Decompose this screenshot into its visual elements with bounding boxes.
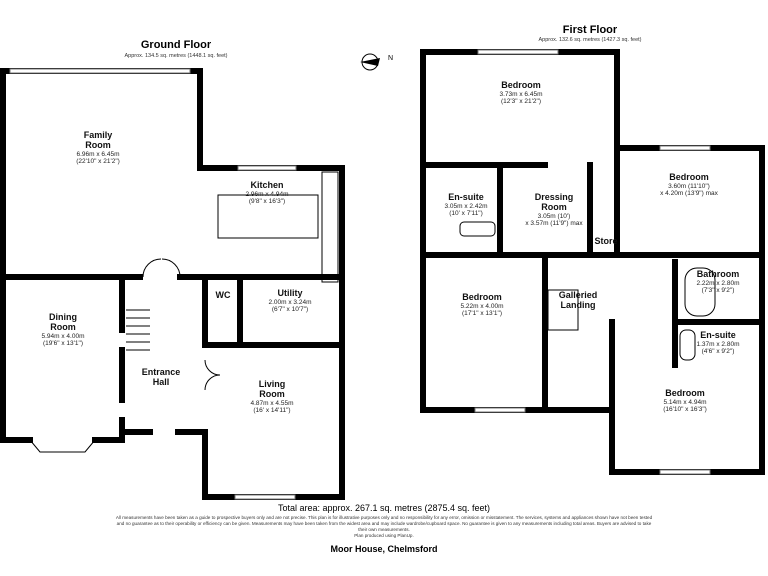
room-bedroom-3: Bedroom 5.22m x 4.00m (17'1" x 13'1") xyxy=(461,292,504,317)
svg-text:Living: Living xyxy=(259,379,286,389)
svg-text:(10' x 7'11"): (10' x 7'11") xyxy=(449,210,483,217)
first-floor-walls xyxy=(420,49,765,475)
room-entrance-hall: Entrance Hall xyxy=(142,367,181,387)
svg-text:2.22m x 2.80m: 2.22m x 2.80m xyxy=(697,280,740,287)
svg-text:Landing: Landing xyxy=(561,300,596,310)
svg-text:Bedroom: Bedroom xyxy=(501,80,541,90)
svg-text:5.14m x 4.94m: 5.14m x 4.94m xyxy=(664,399,707,406)
room-bedroom-1: Bedroom 3.73m x 6.45m (12'3" x 21'2") xyxy=(500,80,543,105)
svg-text:Room: Room xyxy=(259,389,285,399)
svg-text:Bedroom: Bedroom xyxy=(665,388,705,398)
compass: N xyxy=(360,53,393,71)
svg-text:5.22m x 4.00m: 5.22m x 4.00m xyxy=(461,303,504,310)
window xyxy=(477,49,559,55)
room-galleried-landing: Galleried Landing xyxy=(559,290,598,310)
svg-text:4.87m x 4.55m: 4.87m x 4.55m xyxy=(251,400,294,407)
svg-text:Hall: Hall xyxy=(153,377,170,387)
svg-text:(16' x 14'11"): (16' x 14'11") xyxy=(253,407,290,414)
svg-text:5.94m x 4.00m: 5.94m x 4.00m xyxy=(42,333,85,340)
svg-text:(16'10" x 16'3"): (16'10" x 16'3") xyxy=(663,406,707,413)
svg-text:x 3.57m (11'9") max: x 3.57m (11'9") max xyxy=(525,220,583,227)
svg-text:(9'8" x 16'3"): (9'8" x 16'3") xyxy=(249,198,285,205)
bay-window xyxy=(29,439,96,453)
ground-floor-area: Approx. 134.5 sq. metres (1448.1 sq. fee… xyxy=(124,53,227,59)
svg-text:x 4.20m (13'9") max: x 4.20m (13'9") max xyxy=(660,190,718,197)
shower xyxy=(679,329,696,361)
room-kitchen: Kitchen 2.96m x 4.94m (9'8" x 16'3") xyxy=(246,180,289,205)
svg-text:(12'3" x 21'2"): (12'3" x 21'2") xyxy=(501,98,541,105)
ground-floor-title: Ground Floor xyxy=(141,39,212,51)
room-bedroom-2: Bedroom 3.60m (11'10") x 4.20m (13'9") m… xyxy=(660,172,718,197)
svg-text:Bathroom: Bathroom xyxy=(697,269,740,279)
produced-by: Plan produced using PlanUp. xyxy=(354,533,414,538)
svg-text:Galleried: Galleried xyxy=(559,290,598,300)
svg-text:3.60m (11'10"): 3.60m (11'10") xyxy=(668,183,710,190)
svg-text:(19'6" x 13'1"): (19'6" x 13'1") xyxy=(43,340,83,347)
svg-text:Store: Store xyxy=(594,236,617,246)
svg-text:Dressing: Dressing xyxy=(535,192,574,202)
bath xyxy=(459,221,496,237)
svg-text:(6'7" x 10'7"): (6'7" x 10'7") xyxy=(272,306,308,313)
room-en-suite-2: En-suite 1.37m x 2.80m (4'6" x 9'2") xyxy=(697,330,740,355)
svg-text:En-suite: En-suite xyxy=(700,330,736,340)
svg-text:Room: Room xyxy=(85,140,111,150)
window xyxy=(9,68,191,74)
svg-text:3.05m x 2.42m: 3.05m x 2.42m xyxy=(445,203,488,210)
room-family: Family Room 6.96m x 6.45m (22'10" x 21'2… xyxy=(76,130,120,165)
svg-text:3.05m (10'): 3.05m (10') xyxy=(538,213,571,220)
svg-text:2.00m x 3.24m: 2.00m x 3.24m xyxy=(269,299,312,306)
svg-text:Bedroom: Bedroom xyxy=(669,172,709,182)
window xyxy=(659,469,711,475)
door-swings xyxy=(142,258,221,391)
room-dining: Dining Room 5.94m x 4.00m (19'6" x 13'1"… xyxy=(42,312,85,347)
svg-text:(7'3" x 9'2"): (7'3" x 9'2") xyxy=(702,287,735,294)
svg-text:(22'10" x 21'2"): (22'10" x 21'2") xyxy=(76,158,120,165)
floor-plan: N Ground Floor Approx. 134.5 sq. metres … xyxy=(0,24,765,500)
room-store: Store xyxy=(594,236,617,246)
room-en-suite-1: En-suite 3.05m x 2.42m (10' x 7'11") xyxy=(445,192,488,217)
svg-text:WC: WC xyxy=(216,290,231,300)
svg-text:Kitchen: Kitchen xyxy=(250,180,283,190)
room-living: Living Room 4.87m x 4.55m (16' x 14'11") xyxy=(251,379,294,414)
svg-text:(4'6" x 9'2"): (4'6" x 9'2") xyxy=(702,348,735,355)
total-area: Total area: approx. 267.1 sq. metres (28… xyxy=(277,503,491,513)
svg-text:Room: Room xyxy=(541,202,567,212)
svg-text:6.96m x 6.45m: 6.96m x 6.45m xyxy=(77,151,120,158)
window xyxy=(474,407,526,413)
first-floor-title: First Floor xyxy=(563,24,618,36)
window xyxy=(659,145,711,151)
window xyxy=(234,494,296,500)
staircase xyxy=(547,289,579,331)
svg-text:(17'1" x 13'1"): (17'1" x 13'1") xyxy=(462,310,502,317)
svg-text:Bedroom: Bedroom xyxy=(462,292,502,302)
first-floor-area: Approx. 132.6 sq. metres (1427.3 sq. fee… xyxy=(538,37,641,43)
kitchen-island xyxy=(217,194,319,239)
kitchen-counter xyxy=(321,171,339,283)
svg-text:Family: Family xyxy=(84,130,113,140)
svg-text:Room: Room xyxy=(50,322,76,332)
room-dressing: Dressing Room 3.05m (10') x 3.57m (11'9"… xyxy=(525,192,583,227)
room-wc: WC xyxy=(216,290,231,300)
svg-text:2.96m x 4.94m: 2.96m x 4.94m xyxy=(246,191,289,198)
compass-arrow-icon xyxy=(360,58,380,66)
svg-text:En-suite: En-suite xyxy=(448,192,484,202)
svg-text:3.73m x 6.45m: 3.73m x 6.45m xyxy=(500,91,543,98)
room-bedroom-4: Bedroom 5.14m x 4.94m (16'10" x 16'3") xyxy=(663,388,707,413)
svg-text:Utility: Utility xyxy=(277,288,302,298)
svg-text:Entrance: Entrance xyxy=(142,367,181,377)
room-utility: Utility 2.00m x 3.24m (6'7" x 10'7") xyxy=(269,288,312,313)
property-name: Moor House, Chelmsford xyxy=(330,544,438,554)
svg-text:Dining: Dining xyxy=(49,312,77,322)
disclaimer: All measurements have been taken as a gu… xyxy=(115,515,653,532)
svg-text:1.37m x 2.80m: 1.37m x 2.80m xyxy=(697,341,740,348)
window xyxy=(237,165,297,171)
staircase xyxy=(126,309,150,351)
compass-label: N xyxy=(388,55,393,62)
ground-floor-walls xyxy=(0,68,345,500)
bath xyxy=(684,267,716,317)
room-bathroom: Bathroom 2.22m x 2.80m (7'3" x 9'2") xyxy=(697,269,740,294)
